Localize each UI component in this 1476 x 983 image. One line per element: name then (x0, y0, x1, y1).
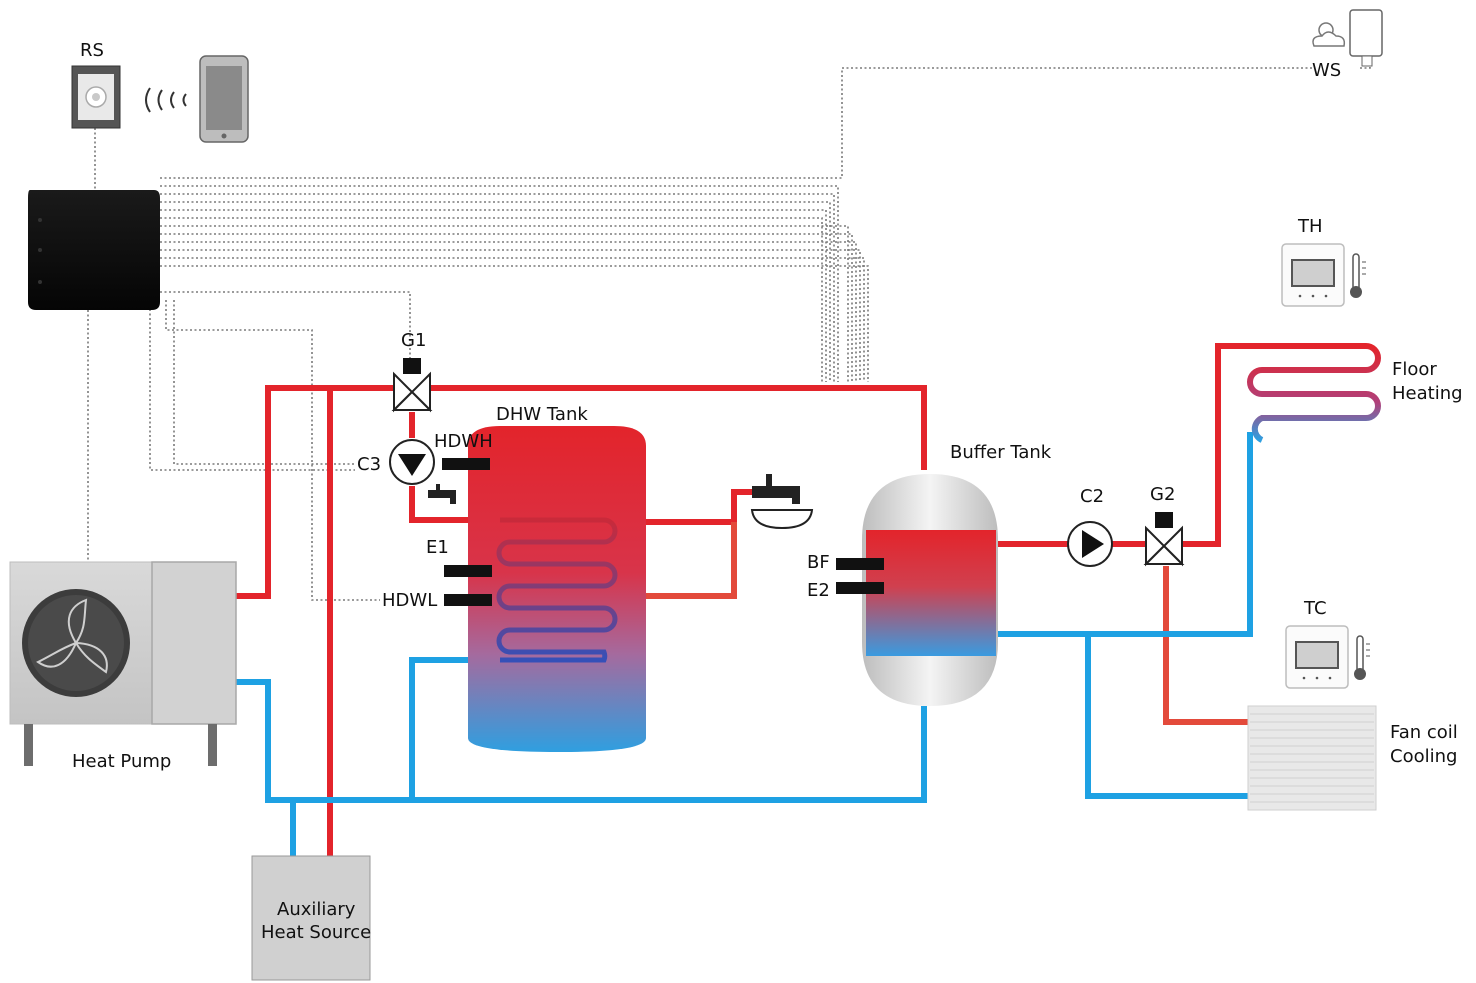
label-fan-coil-2: Cooling (1390, 746, 1457, 767)
controller-unit (28, 190, 160, 310)
fan-icon (22, 589, 130, 697)
label-tc: TC (1303, 598, 1327, 619)
tap-icon (428, 484, 456, 504)
thermostat-th (1281, 243, 1366, 307)
label-bf: BF (807, 552, 830, 573)
valve-g1 (391, 358, 433, 413)
label-c3: C3 (357, 454, 381, 475)
label-dhw-tank: DHW Tank (496, 404, 588, 425)
heat-pump (9, 561, 237, 766)
label-aux-1: Auxiliary (277, 899, 356, 920)
labels: RS WS TH TC G1 G2 C2 C3 HDWH HDWL E1 E2 … (72, 40, 1463, 943)
label-hdwh: HDWH (434, 431, 493, 452)
label-floor-heating-2: Heating (1392, 383, 1463, 404)
label-floor-heating-1: Floor (1392, 359, 1437, 380)
dhw-tank (468, 426, 646, 752)
label-rs: RS (80, 40, 104, 61)
thermometer-icon (1354, 635, 1370, 680)
label-g1: G1 (401, 330, 426, 351)
sensor-hdwl (444, 594, 492, 606)
sun-cloud-icon (1312, 22, 1346, 47)
label-e2: E2 (807, 580, 830, 601)
pump-c3 (389, 439, 435, 485)
buffer-tank (862, 474, 998, 706)
label-hdwl: HDWL (382, 590, 437, 611)
weather-sensor (1312, 9, 1383, 67)
sensor-e2 (836, 582, 884, 594)
pump-c2 (1067, 521, 1113, 567)
valve-g2 (1143, 512, 1185, 567)
sensor-bf (836, 558, 884, 570)
wireless-signal-icon (145, 87, 187, 113)
label-buffer-tank: Buffer Tank (950, 442, 1052, 463)
thermostat-tc (1285, 625, 1370, 689)
control-wires (87, 56, 1371, 601)
label-g2: G2 (1150, 484, 1175, 505)
auxiliary-heat-source (251, 855, 371, 981)
sensors (442, 458, 884, 606)
tap-basin-icon (750, 474, 814, 530)
room-sensor (71, 65, 121, 129)
pipes (236, 343, 1262, 860)
label-aux-2: Heat Source (261, 922, 371, 943)
floor-heating-coil (1247, 343, 1381, 443)
label-fan-coil-1: Fan coil (1390, 722, 1458, 743)
label-e1: E1 (426, 537, 449, 558)
smartphone-icon (199, 55, 249, 143)
label-ws: WS (1312, 60, 1341, 81)
thermometer-icon (1350, 253, 1366, 298)
sensor-e1 (444, 565, 492, 577)
label-heat-pump: Heat Pump (72, 751, 171, 772)
fan-coil-unit (1247, 705, 1377, 811)
label-th: TH (1297, 216, 1323, 237)
sensor-hdwh (442, 458, 490, 470)
label-c2: C2 (1080, 486, 1104, 507)
